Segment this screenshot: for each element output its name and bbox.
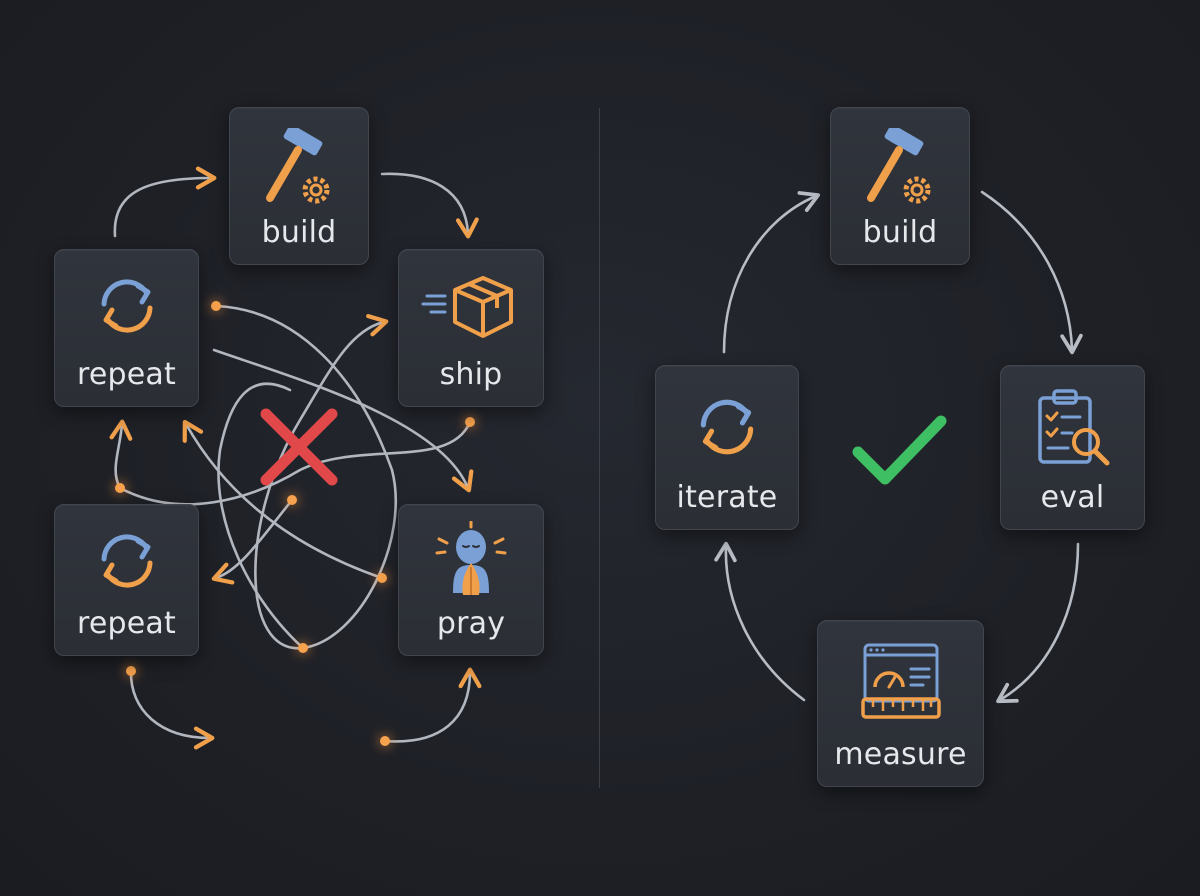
tangle-curve-3 [118,420,472,506]
node-measure: measure [817,620,984,787]
arrow-bottom-right [383,667,482,743]
node-pray: pray [398,504,544,656]
tangle-curve-5 [211,498,294,585]
left-chaos-arrows [109,166,482,750]
right-cycle-arrows [714,190,1083,704]
clipboard-search-icon [1037,389,1109,466]
arrow-eval-to-measure [996,542,1080,704]
refresh-icon [101,279,152,333]
arrow-bottom-left [129,669,215,750]
node-iterate: iterate [655,365,799,530]
tangle-curve-1 [214,304,397,650]
dashboard-ruler-icon [860,643,941,719]
arrow-repeat-to-build [113,166,217,238]
hammer-gear-icon [867,128,931,204]
tangle-curve-4 [182,419,384,580]
arrow-iterate-to-build [722,191,821,354]
node-label: build [261,215,337,250]
tangle-curve-6 [217,382,305,650]
node-label: ship [439,357,503,392]
node-ship: ship [398,249,544,407]
package-icon [421,276,513,338]
node-label: repeat [77,606,176,641]
arrow-up-to-repeat [109,419,133,490]
node-label: repeat [77,357,176,392]
node-label: iterate [676,480,778,515]
node-eval: eval [1000,365,1145,530]
refresh-icon [700,399,754,455]
arrow-build-to-ship [380,172,479,239]
node-build-right: build [830,107,970,265]
node-repeat-bottom: repeat [54,504,199,656]
cross-icon [260,408,338,486]
panel-divider [599,108,600,788]
node-repeat-top: repeat [54,249,199,407]
node-label: build [862,215,938,250]
node-label: pray [436,606,506,641]
praying-person-icon [435,521,507,595]
left-glow-dots [115,301,475,746]
check-icon [852,415,947,485]
arrow-measure-to-iterate [714,541,806,702]
node-label: measure [834,737,967,772]
node-build-left: build [229,107,369,265]
arrow-build-to-eval [980,190,1083,355]
refresh-icon [101,534,152,588]
node-label: eval [1040,480,1105,515]
hammer-gear-icon [266,128,330,204]
tangle-curve-2 [212,348,474,493]
